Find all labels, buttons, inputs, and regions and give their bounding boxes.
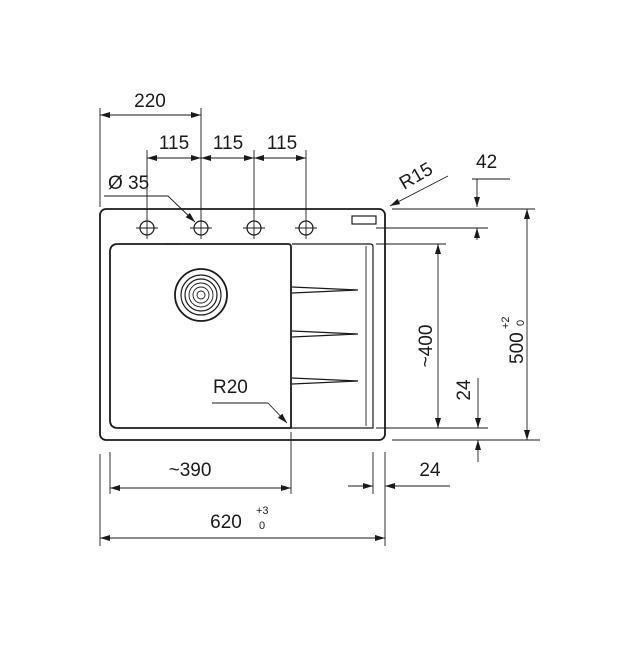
drainer-rib-1 <box>291 286 359 294</box>
dim-500-tol-lower: 0 <box>515 320 527 326</box>
dim-620-label: 620 <box>210 512 242 533</box>
dim-42-label: 42 <box>476 152 497 173</box>
dim-620-tol-lower: 0 <box>259 520 265 532</box>
dim-24-vertical-label: 24 <box>454 379 475 401</box>
tap-hole-4 <box>295 217 317 239</box>
dim-115-label-3: 115 <box>267 133 297 154</box>
bowl-outline <box>109 243 292 429</box>
sink-outer-outline <box>99 208 386 441</box>
drainer-outline <box>292 243 374 429</box>
dim-620-tol-upper: +3 <box>256 505 269 517</box>
leader-r15 <box>389 175 449 207</box>
dim-500-tol-upper: +2 <box>500 316 512 329</box>
drain-waste <box>174 268 228 322</box>
drainer-rib-2 <box>291 330 359 338</box>
dim-115-label-1: 115 <box>159 133 189 154</box>
overflow-slot <box>351 215 377 225</box>
dim-r15-label: R15 <box>396 159 437 195</box>
dim-115-label-2: 115 <box>213 133 243 154</box>
dim-500-label: 500 <box>507 332 528 364</box>
dim-220-label: 220 <box>134 91 166 112</box>
dim-390-label: ~390 <box>169 460 212 481</box>
drainer-rib-3 <box>291 377 359 385</box>
tap-hole-1 <box>136 217 158 239</box>
dim-r20-label: R20 <box>213 377 248 398</box>
tap-hole-3 <box>243 217 265 239</box>
tap-hole-2 <box>190 217 212 239</box>
dim-hole-diameter-label: Ø 35 <box>108 173 149 194</box>
dim-24-horizontal-label: 24 <box>419 460 441 481</box>
dim-400-label: ~400 <box>416 325 437 368</box>
